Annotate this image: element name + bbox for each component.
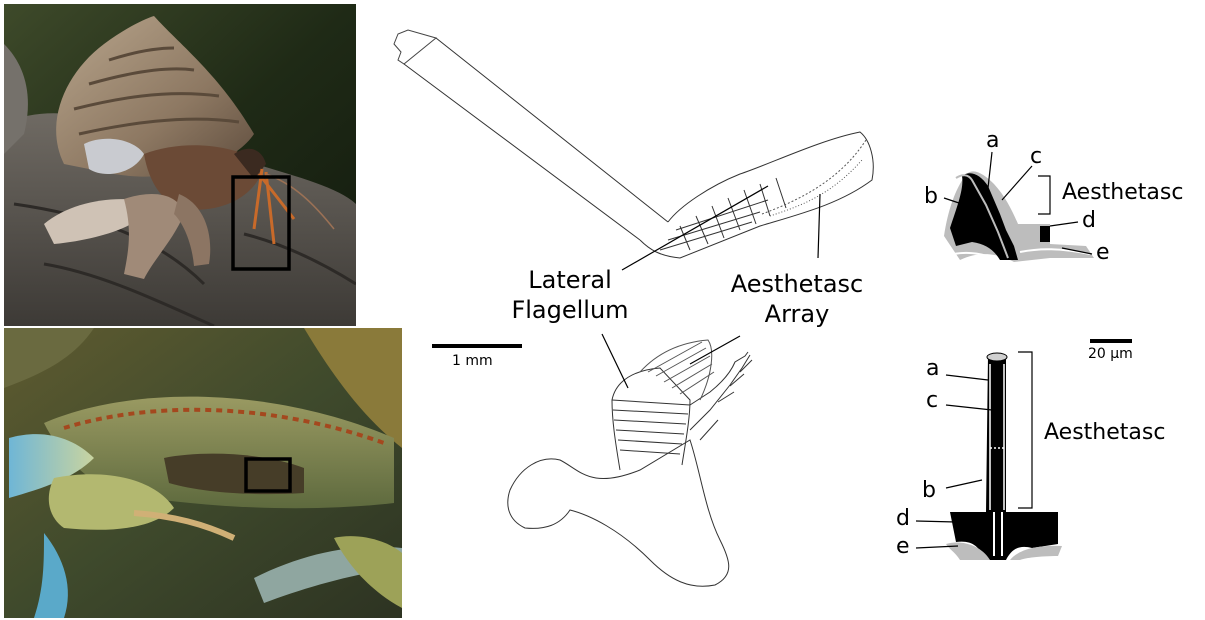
blue-crab-aesthetasc-drawing <box>946 353 1062 560</box>
blue-crab-aesthetasc-letter-a: a <box>926 358 939 380</box>
hermit-aesthetasc-title: Aesthetasc <box>1062 182 1183 204</box>
aesthetasc-array-line2: Array <box>724 302 870 326</box>
hermit-aesthetasc-letter-d: d <box>1082 210 1096 232</box>
scale-bar-1mm-label: 1 mm <box>452 354 493 368</box>
lateral-flagellum-label: Lateral Flagellum <box>500 268 640 322</box>
hermit-aesthetasc-letter-a: a <box>986 130 999 152</box>
hermit-aesthetasc-letter-e: e <box>1096 242 1110 264</box>
aesthetasc-array-label: Aesthetasc Array <box>724 272 870 326</box>
blue-crab-aesthetasc-letter-b: b <box>922 480 936 502</box>
aesthetasc-array-line1: Aesthetasc <box>724 272 870 296</box>
scale-bar-20um-label: 20 µm <box>1088 347 1133 361</box>
blue-crab-aesthetasc-letter-c: c <box>926 390 938 412</box>
lateral-flagellum-line2: Flagellum <box>500 298 640 322</box>
blue-crab-aesthetasc-letter-d: d <box>896 508 910 530</box>
hermit-crab-antennule-drawing <box>394 30 873 258</box>
hermit-aesthetasc-letter-b: b <box>924 186 938 208</box>
blue-crab-aesthetasc-letter-e: e <box>896 536 910 558</box>
lateral-flagellum-line1: Lateral <box>500 268 640 292</box>
blue-crab-aesthetasc-title: Aesthetasc <box>1044 422 1165 444</box>
blue-crab-antennule-drawing <box>508 340 752 586</box>
hermit-aesthetasc-letter-c: c <box>1030 146 1042 168</box>
